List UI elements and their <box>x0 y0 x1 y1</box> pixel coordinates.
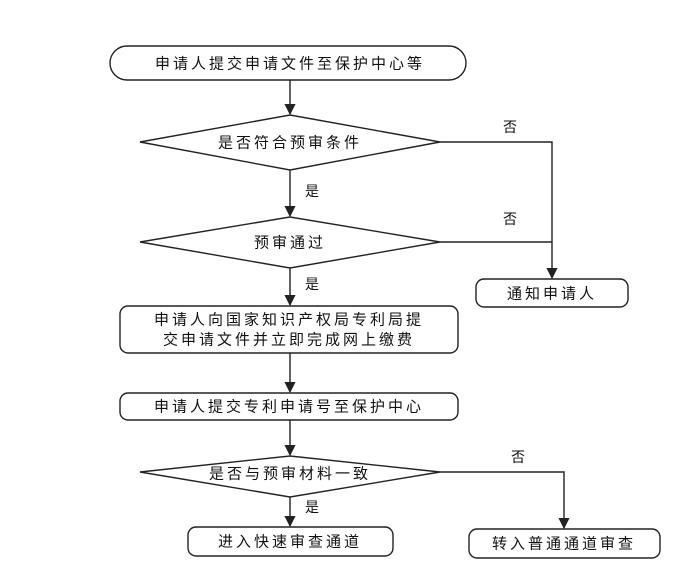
node-apply-line2: 交申请文件并立即完成网上缴费 <box>163 331 415 349</box>
edge-label-consistent-yes: 是 <box>305 500 319 516</box>
node-submit-number-label: 申请人提交专利申请号至保护中心 <box>154 398 424 416</box>
decision-precheck-label: 是否符合预审条件 <box>218 134 362 152</box>
node-notify: 通知申请人 <box>475 278 629 308</box>
edge-label-precheck-no: 否 <box>503 120 517 136</box>
connectors <box>284 80 570 530</box>
node-start: 申请人提交申请文件至保护中心等 <box>109 45 467 81</box>
edge-label-consistent-no: 否 <box>511 450 525 466</box>
node-start-label: 申请人提交申请文件至保护中心等 <box>155 55 425 73</box>
decision-precheck: 是否符合预审条件 <box>139 114 441 171</box>
decision-pass-label: 预审通过 <box>254 234 326 252</box>
node-fast-track-label: 进入快速审查通道 <box>218 533 362 551</box>
decision-pass: 预审通过 <box>139 216 441 269</box>
edge-label-pass-yes: 是 <box>305 277 319 293</box>
edge-label-pass-no: 否 <box>503 212 517 228</box>
node-notify-label: 通知申请人 <box>507 285 597 303</box>
edge-label-precheck-yes: 是 <box>305 184 319 200</box>
arrow-precheck-no-to-notify <box>440 141 558 280</box>
node-normal-track: 转入普通通道审查 <box>468 528 661 559</box>
node-fast-track: 进入快速审查通道 <box>187 526 394 557</box>
node-normal-track-label: 转入普通通道审查 <box>492 535 636 553</box>
decision-consistent: 是否与预审材料一致 <box>139 455 441 498</box>
node-apply-line1: 申请人向国家知识产权局专利局提 <box>154 311 424 329</box>
arrow-consistent-no-to-normal <box>440 471 570 530</box>
decision-consistent-label: 是否与预审材料一致 <box>209 465 371 483</box>
node-apply: 申请人向国家知识产权局专利局提 交申请文件并立即完成网上缴费 <box>119 305 459 354</box>
node-submit-number: 申请人提交专利申请号至保护中心 <box>119 392 459 421</box>
